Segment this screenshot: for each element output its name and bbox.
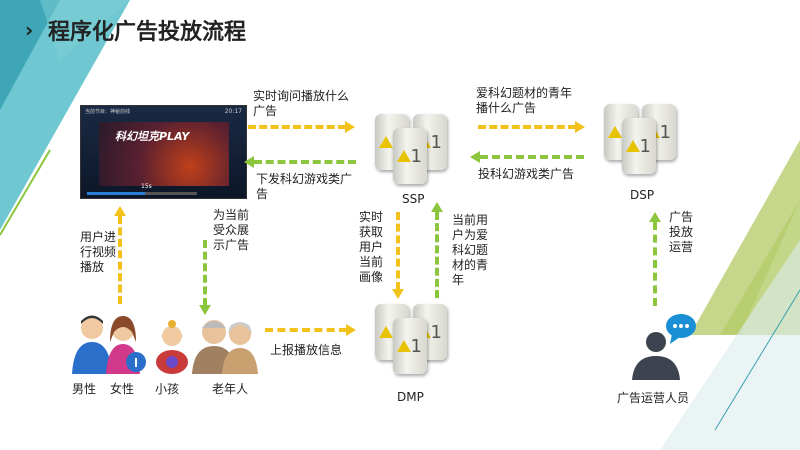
arrowhead-up-icon [114, 206, 126, 216]
elderly-icon [192, 320, 258, 374]
dmp-label: DMP [397, 390, 424, 404]
arrowhead-down-icon [392, 289, 404, 299]
arrow-profile-result [435, 212, 439, 298]
dsp-label: DSP [630, 188, 655, 202]
arrow-dsp-bid [480, 155, 584, 159]
video-player-screenshot: 当前节目：神秘前线 20:17 科幻坦克PLAY 15s [80, 105, 247, 199]
page-title: 程序化广告投放流程 [48, 20, 247, 45]
label-operator: 广告运营人员 [617, 391, 690, 405]
label-dsp-bid: 投科幻游戏类广告 [478, 167, 575, 181]
label-profile-result: 当前用 户为爱 科幻题 材的青 年 [452, 213, 489, 287]
arrowhead-right-icon [345, 121, 355, 133]
progress-bar[interactable] [87, 192, 197, 195]
ssp-server-icon [365, 110, 465, 190]
ad-title: 科幻坦克PLAY [115, 130, 190, 143]
title-chevron-icon: › [25, 18, 34, 42]
arrowhead-right-icon [346, 324, 356, 336]
arrowhead-down-icon [199, 305, 211, 315]
arrowhead-up-icon [649, 212, 661, 222]
countdown: 15s [141, 183, 152, 190]
arrow-ask-ssp [248, 125, 346, 129]
label-ask-ssp: 实时询问播放什么 广告 [253, 89, 350, 118]
video-header: 当前节目：神秘前线 [85, 109, 131, 115]
arrow-ssp-to-dsp [478, 125, 576, 129]
operator-icon [632, 314, 696, 380]
arrow-report [265, 328, 347, 332]
ssp-label: SSP [402, 192, 425, 206]
arrowhead-left-icon [470, 151, 480, 163]
label-get-profile: 实时 获取 用户 当前 画像 [359, 210, 384, 284]
label-female: 女性 [110, 382, 135, 396]
arrow-show-ad [203, 240, 207, 306]
arrow-user-play [118, 216, 122, 304]
label-operate: 广告 投放 运营 [669, 210, 694, 254]
arrow-operate [653, 222, 657, 306]
arrowhead-up-icon [431, 202, 443, 212]
label-user-play: 用户进 行视频 播放 [80, 230, 117, 274]
label-deliver-ad: 下发科幻游戏类广告 [256, 172, 353, 201]
male-icon [72, 315, 112, 374]
label-ssp-to-dsp: 爱科幻题材的青年 播什么广告 [476, 86, 573, 115]
video-time: 20:17 [224, 108, 242, 115]
audience-icons [72, 315, 258, 374]
label-report: 上报播放信息 [270, 343, 343, 357]
label-show-ad: 为当前 受众展 示广告 [213, 208, 250, 252]
female-icon [106, 316, 146, 374]
arrow-deliver-ad [254, 160, 356, 164]
arrowhead-left-icon [244, 156, 254, 168]
speech-bubble-icon [666, 314, 696, 344]
ad-banner [99, 122, 229, 186]
label-child: 小孩 [155, 382, 180, 396]
child-icon [156, 320, 188, 374]
arrowhead-right-icon [575, 121, 585, 133]
label-male: 男性 [72, 382, 97, 396]
arrow-get-profile [396, 212, 400, 290]
dsp-server-icon [596, 100, 696, 180]
dmp-server-icon [365, 300, 465, 380]
label-elderly: 老年人 [212, 382, 249, 396]
